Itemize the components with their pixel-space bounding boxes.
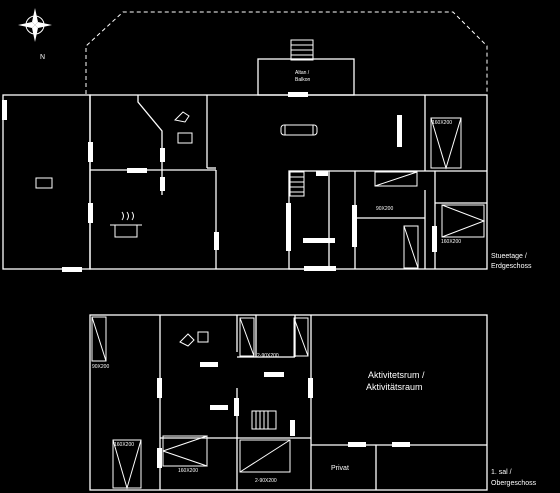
- chair-icon: [173, 111, 193, 144]
- chair-icon: [179, 331, 209, 347]
- bed-size-label: 2-90X200: [255, 478, 277, 484]
- compass-rose-icon: [18, 8, 52, 42]
- bed-icon: [403, 225, 419, 269]
- cooking-pot-icon: [110, 211, 142, 238]
- bed-size-label: 160X200: [432, 120, 452, 126]
- terrace-label: Balkon: [295, 77, 311, 83]
- first-floor-stairs: [251, 410, 277, 430]
- north-label: N: [40, 54, 45, 61]
- bed-icon: [239, 317, 255, 357]
- activity-room-label: Aktivitetsrum /: [368, 370, 425, 380]
- bed-icon: [239, 439, 291, 473]
- activity-room-label: Aktivitätsraum: [366, 382, 423, 392]
- ground-annex-outline: [2, 94, 91, 270]
- bed-size-label: 160X200: [441, 239, 461, 245]
- bed-icon: [374, 171, 418, 187]
- ground-floor-label: Stueetage /: [491, 253, 527, 260]
- bed-icon: [112, 439, 142, 490]
- bed-size-label: 160X200: [114, 442, 134, 448]
- first-floor-outline: [89, 314, 488, 491]
- bed-size-label: 2-90X200: [257, 353, 279, 359]
- ground-floor-plan: Altan / Balkon 160X200 90X200 160X200: [2, 11, 488, 272]
- terrace-stairs: [290, 39, 314, 61]
- bed-icon: [293, 317, 309, 357]
- first-floor-plan: 90X200 2-90X200 160X200 160X200 2-90X200…: [89, 314, 488, 491]
- bed-icon: [441, 204, 486, 238]
- bed-size-label: 90X200: [376, 206, 393, 212]
- ground-floor-label: Erdgeschoss: [491, 263, 532, 270]
- bed-icon: [430, 117, 462, 170]
- bed-size-label: 90X200: [92, 364, 109, 370]
- sofa-icon: [280, 124, 318, 136]
- bed-size-label: 160X200: [178, 468, 198, 474]
- bed-icon: [91, 316, 107, 362]
- roof-outline: [85, 11, 488, 94]
- ground-stairs: [289, 171, 305, 197]
- bed-icon: [162, 435, 208, 467]
- first-floor-label: Obergeschoss: [491, 480, 537, 487]
- first-floor-label: 1. sal /: [491, 469, 512, 476]
- private-room-label: Privat: [331, 465, 349, 472]
- terrace-label: Altan /: [295, 70, 310, 76]
